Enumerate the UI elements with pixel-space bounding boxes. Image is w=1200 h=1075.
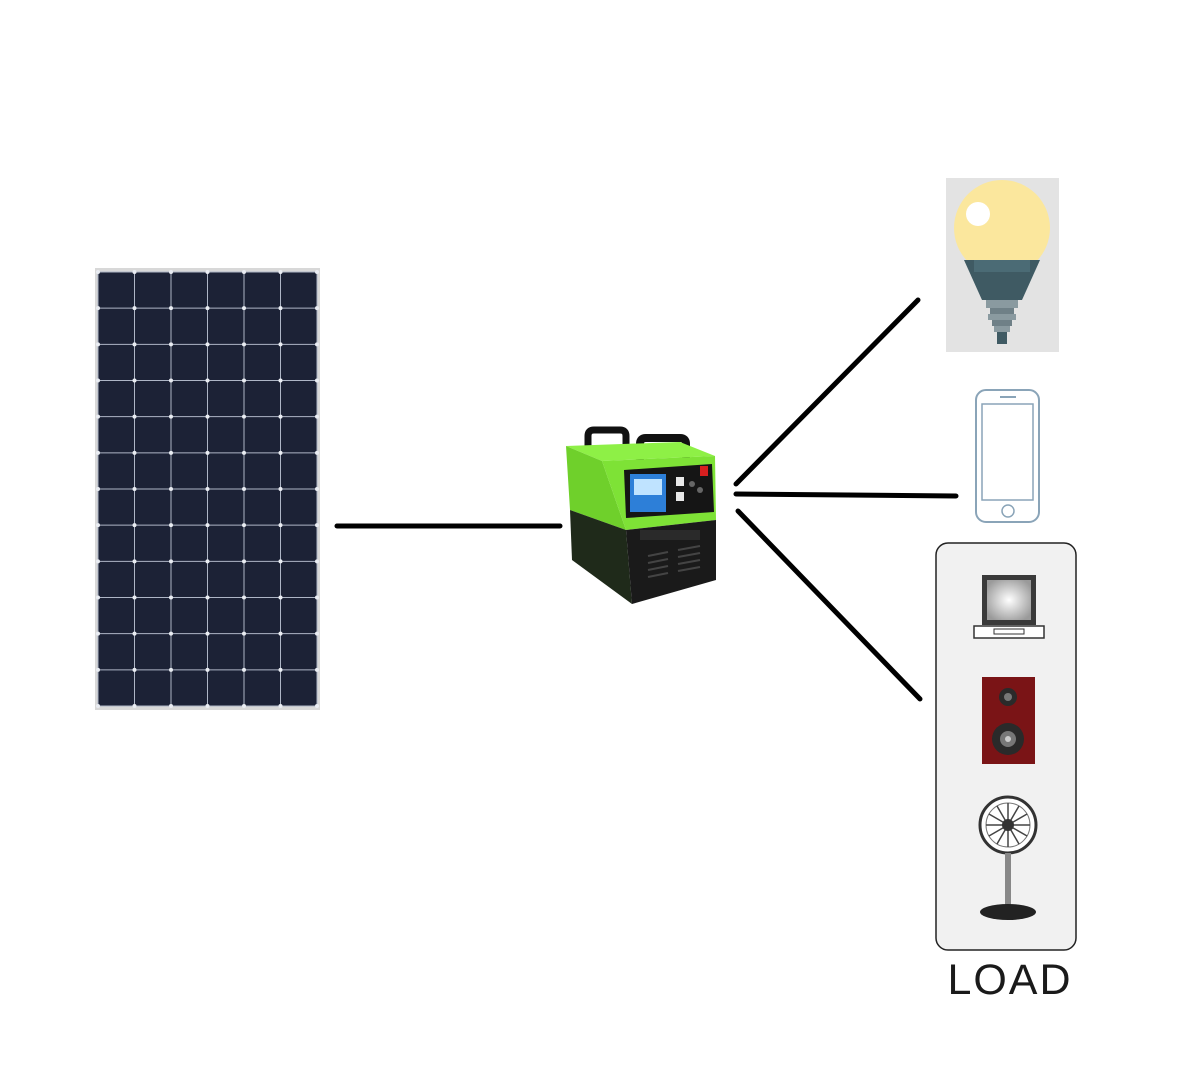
smartphone-icon (976, 390, 1039, 522)
solar-panel-icon (95, 268, 320, 710)
solar-generator-icon (566, 430, 716, 604)
computer-monitor-icon (974, 575, 1044, 638)
generator-to-bulb-wire (736, 300, 918, 484)
speaker-icon (982, 677, 1035, 764)
load-label: LOAD (930, 956, 1090, 1005)
generator-to-load-wire (738, 511, 920, 699)
generator-to-phone-wire (736, 494, 956, 496)
light-bulb-icon (946, 178, 1059, 352)
